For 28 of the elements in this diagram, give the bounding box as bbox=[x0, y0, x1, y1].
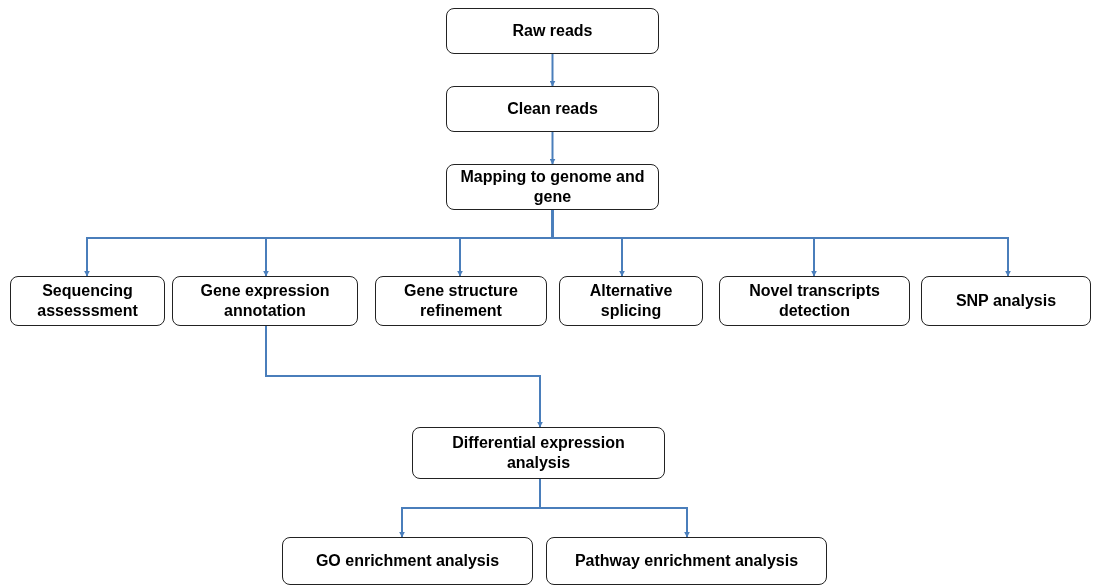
box-label: Pathway enrichment analysis bbox=[574, 551, 799, 571]
process-box bbox=[546, 537, 827, 585]
arrow bbox=[549, 53, 556, 87]
box-label: Gene structure refinement bbox=[403, 281, 519, 321]
box-label: Sequencing assesssment bbox=[36, 281, 139, 321]
process-box bbox=[375, 276, 547, 326]
process-box bbox=[446, 164, 659, 210]
arrow bbox=[539, 478, 690, 538]
box-label: Gene expression annotation bbox=[199, 281, 331, 321]
arrow bbox=[549, 131, 556, 165]
box-label: Novel transcripts detection bbox=[748, 281, 881, 321]
box-label: Differential expression analysis bbox=[451, 433, 626, 473]
process-box bbox=[10, 276, 165, 326]
process-box bbox=[412, 427, 665, 479]
box-label: GO enrichment analysis bbox=[315, 551, 500, 571]
process-box bbox=[559, 276, 703, 326]
arrow bbox=[265, 325, 543, 428]
box-label: Alternative splicing bbox=[588, 281, 674, 321]
box-label: Clean reads bbox=[507, 99, 598, 119]
box-label: SNP analysis bbox=[955, 291, 1057, 311]
process-box bbox=[282, 537, 533, 585]
process-box bbox=[172, 276, 358, 326]
box-label: Mapping to genome and gene bbox=[459, 167, 646, 207]
process-box bbox=[921, 276, 1091, 326]
process-box bbox=[446, 8, 659, 54]
box-label: Raw reads bbox=[512, 21, 593, 41]
process-box bbox=[719, 276, 910, 326]
process-box bbox=[446, 86, 659, 132]
